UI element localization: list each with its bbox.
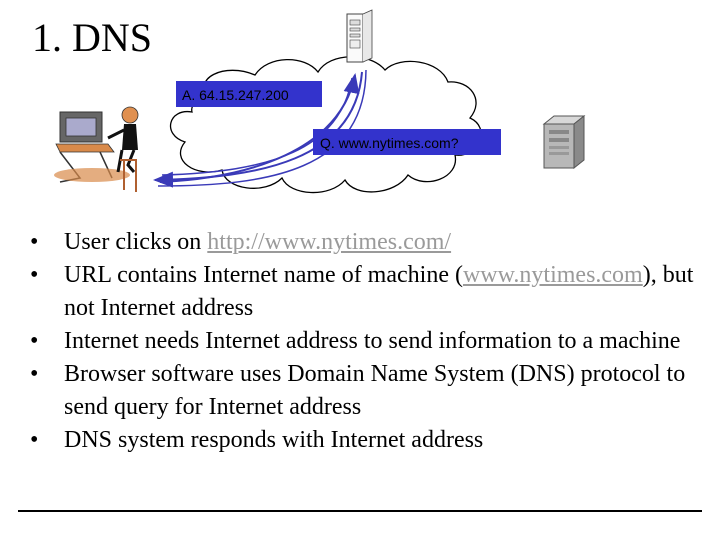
answer-label-box (176, 81, 322, 107)
answer-label: A. 64.15.247.200 (182, 87, 289, 103)
bottom-divider (18, 510, 702, 512)
nytimes-url-link[interactable]: http://www.nytimes.com/ (207, 229, 452, 255)
internet-cloud-icon (169, 56, 482, 194)
query-label-box (313, 129, 501, 155)
query-label: Q. www.nytimes.com? (320, 135, 459, 151)
slide-title: 1. DNS (32, 15, 153, 60)
user-at-computer-icon (54, 106, 139, 192)
bullet-item: Browser software uses Domain Name System… (30, 358, 700, 424)
bullet-item: DNS system responds with Internet addres… (30, 424, 700, 457)
nytimes-host-link[interactable]: www.nytimes.com (462, 262, 643, 288)
bullet-item: User clicks on http://www.nytimes.com/ (30, 226, 700, 259)
dns-diagram: A. 64.15.247.200 Q. www.nytimes.com? (54, 9, 586, 194)
bullet-item: Internet needs Internet address to send … (30, 325, 700, 358)
bullet-item: URL contains Internet name of machine (w… (30, 259, 700, 325)
web-server-icon (542, 114, 586, 170)
bullet-list: User clicks on http://www.nytimes.com/ U… (30, 226, 700, 457)
answer-arrow (153, 71, 363, 188)
dns-server-icon (346, 9, 373, 63)
